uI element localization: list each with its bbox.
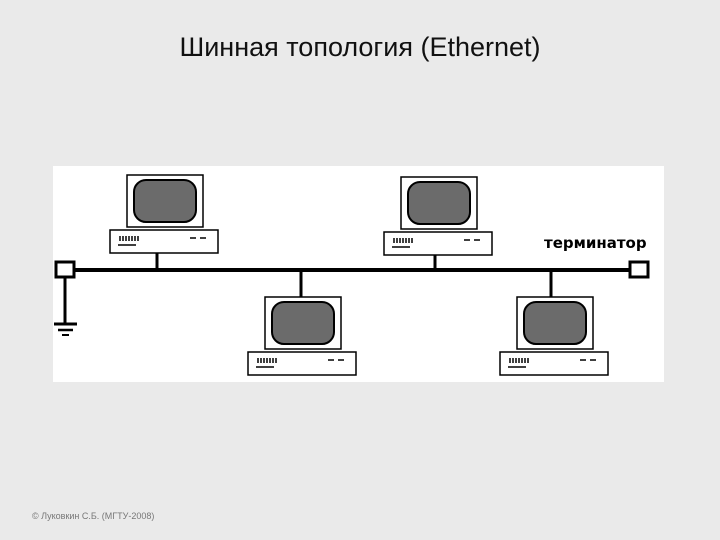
computer-top-2 xyxy=(383,176,493,256)
left-terminator xyxy=(54,260,76,279)
computer-bottom-1 xyxy=(247,296,357,376)
diagram-canvas: терминатор xyxy=(54,174,650,376)
bus-topology-diagram: терминатор xyxy=(53,166,664,382)
footer-copyright: © Луковкин С.Б. (МГТУ-2008) xyxy=(32,511,155,521)
right-terminator xyxy=(628,260,650,279)
ground-symbol xyxy=(54,277,77,336)
terminator-label: терминатор xyxy=(544,234,647,252)
slide-title: Шинная топология (Ethernet) xyxy=(179,32,541,62)
computer-top-1 xyxy=(109,174,219,254)
computer-bottom-2 xyxy=(499,296,609,376)
